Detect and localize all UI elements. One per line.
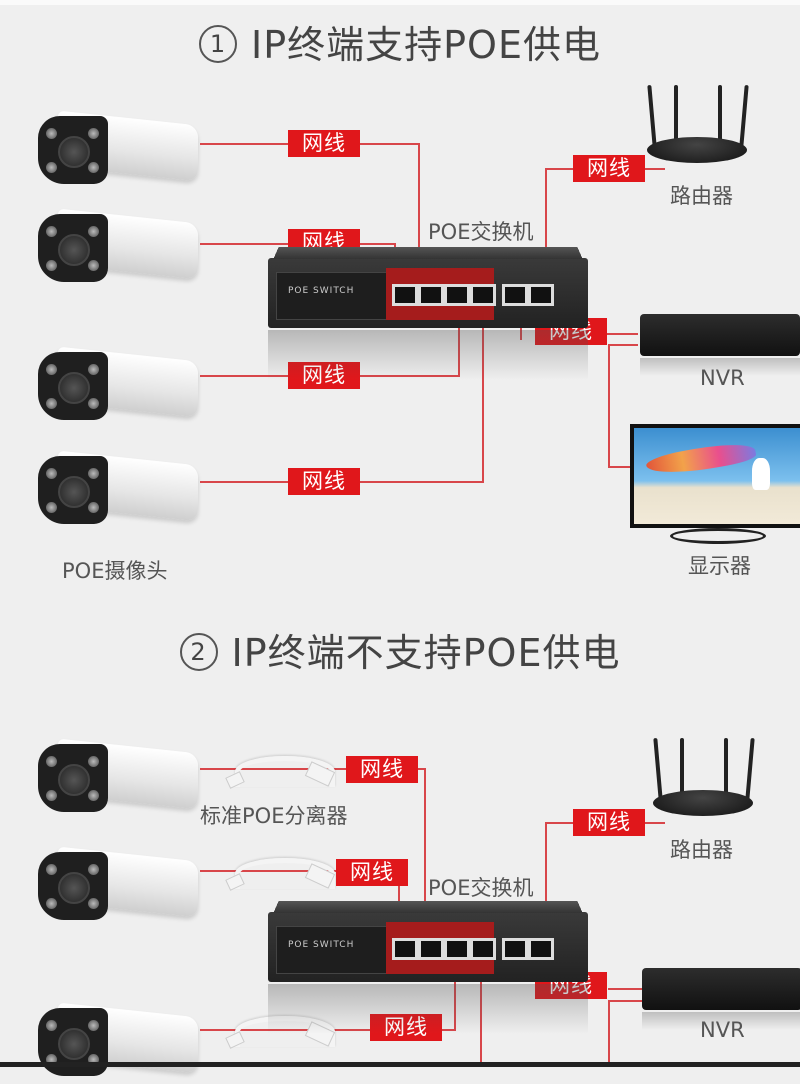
cable-line	[608, 988, 642, 990]
poe-camera-icon	[38, 450, 198, 532]
cable-label: 网线	[288, 468, 360, 495]
poe-splitter-icon	[225, 750, 336, 790]
poe-camera-icon	[38, 110, 198, 192]
camera-icon	[38, 738, 198, 820]
nvr-caption: NVR	[700, 366, 745, 390]
cable-line	[482, 300, 484, 483]
cable-line	[480, 955, 482, 1067]
switch-brand-text: POE SWITCH	[288, 286, 355, 296]
cable-line	[608, 344, 610, 468]
poe-camera-icon	[38, 208, 198, 290]
monitor-caption: 显示器	[688, 554, 751, 578]
poe-switch-icon: POE SWITCH	[268, 247, 588, 380]
camera-icon	[38, 1002, 198, 1084]
cable-line	[596, 333, 638, 335]
cable-label: 网线	[336, 859, 408, 886]
poe-camera-icon	[38, 346, 198, 428]
cable-line	[454, 955, 456, 1031]
cable-line	[610, 1000, 642, 1002]
cable-line	[424, 768, 426, 948]
cable-line	[458, 300, 460, 377]
cable-label: 网线	[288, 362, 360, 389]
router-icon	[648, 737, 758, 828]
poe-splitter-icon	[225, 1010, 336, 1050]
switch-brand-text: POE SWITCH	[288, 940, 355, 950]
bottom-edge	[0, 1062, 800, 1067]
router-caption: 路由器	[670, 184, 733, 208]
cable-line	[610, 344, 638, 346]
cable-line	[545, 822, 547, 948]
cable-label: 网线	[573, 155, 645, 182]
switch-caption: POE交换机	[428, 876, 534, 900]
cable-line	[608, 1000, 610, 1067]
cable-line	[418, 143, 420, 293]
cable-line	[608, 466, 634, 468]
cable-label: 网线	[346, 756, 418, 783]
cable-line	[545, 168, 547, 293]
nvr-caption: NVR	[700, 1018, 745, 1042]
switch-caption: POE交换机	[428, 220, 534, 244]
splitter-caption: 标准POE分离器	[200, 804, 348, 828]
router-caption: 路由器	[670, 838, 733, 862]
nvr-icon	[640, 314, 800, 376]
section-2-number: 2	[179, 632, 218, 671]
cable-label: 网线	[573, 809, 645, 836]
camera-caption: POE摄像头	[62, 559, 168, 583]
poe-splitter-icon	[225, 852, 336, 892]
poe-switch-icon: POE SWITCH	[268, 901, 588, 1034]
cable-label: 网线	[370, 1014, 442, 1041]
camera-icon	[38, 846, 198, 928]
section-1-number: 1	[199, 24, 238, 63]
top-strip	[0, 0, 800, 5]
monitor-icon	[630, 424, 800, 544]
router-icon	[642, 84, 752, 175]
nvr-icon	[642, 968, 800, 1030]
cable-label: 网线	[288, 130, 360, 157]
